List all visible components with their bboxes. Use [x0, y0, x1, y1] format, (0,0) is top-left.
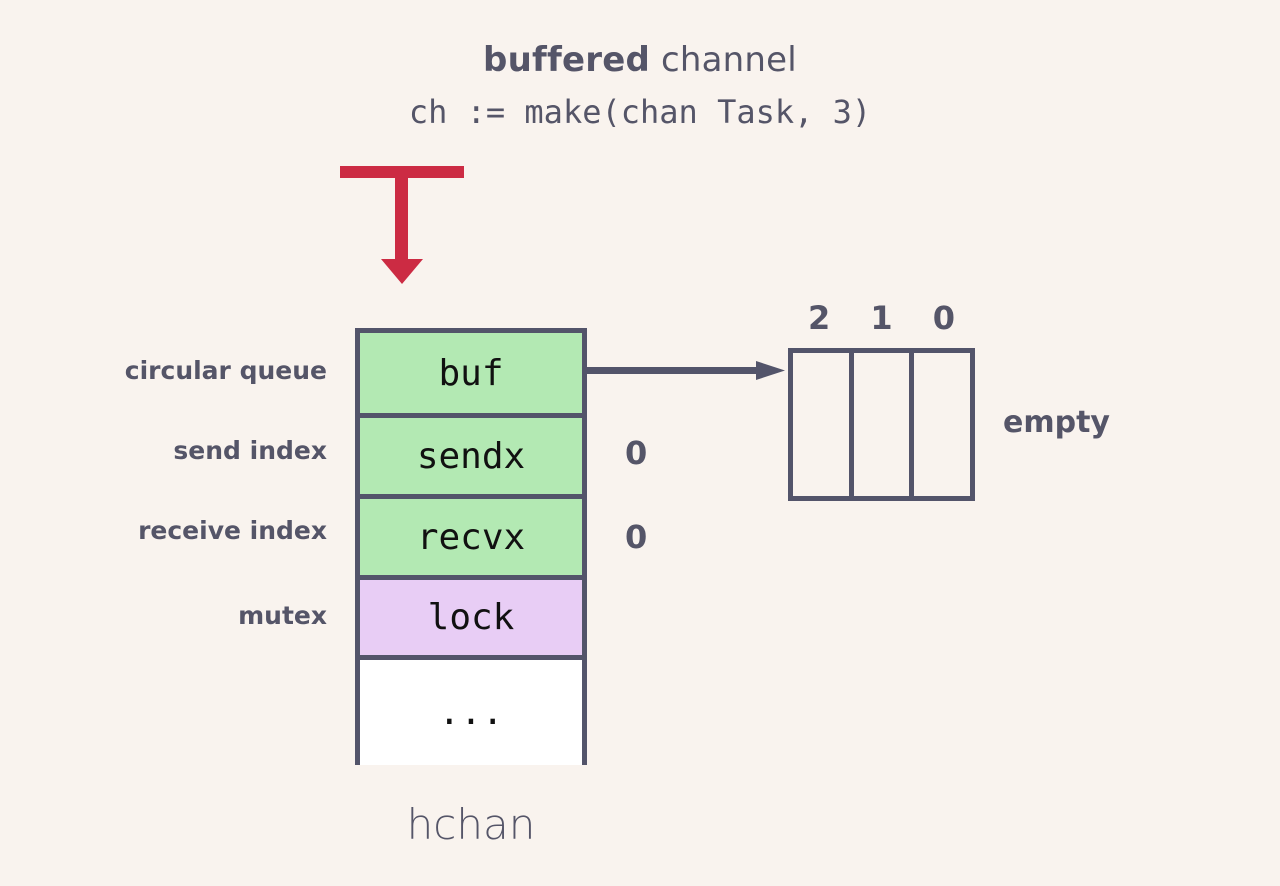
label-mutex: mutex: [238, 601, 327, 630]
value-recvx: 0: [625, 518, 648, 556]
buffer-cell-1: [853, 353, 915, 496]
row-label-column: circular queue send index receive index …: [0, 0, 327, 886]
circular-queue-buffer: [788, 348, 975, 501]
struct-row-sendx: sendx: [360, 418, 582, 499]
struct-row-buf: buf: [360, 333, 582, 418]
title-rest: channel: [650, 40, 797, 80]
buffer-cell-2: [793, 353, 854, 496]
buffer-index-1: 1: [870, 299, 893, 337]
buffer-cell-0: [914, 353, 971, 496]
red-pointer-arrow: [340, 166, 464, 284]
label-circular-queue: circular queue: [124, 356, 327, 385]
buffer-index-row: 2 1 0: [788, 298, 975, 342]
page-title: buffered channel: [0, 40, 1280, 80]
label-receive-index: receive index: [138, 516, 327, 545]
hchan-struct-box: buf sendx recvx lock ...: [355, 328, 587, 765]
value-sendx: 0: [625, 434, 648, 472]
buffer-index-2: 2: [808, 299, 831, 337]
buffer-state-label: empty: [1003, 405, 1110, 440]
struct-row-lock: lock: [360, 580, 582, 660]
title-code-line: ch := make(chan Task, 3): [408, 93, 872, 131]
buf-to-buffer-arrow: [584, 361, 785, 380]
struct-row-recvx: recvx: [360, 499, 582, 580]
hchan-caption: hchan: [406, 800, 536, 849]
buffer-index-0: 0: [932, 299, 955, 337]
label-send-index: send index: [173, 436, 327, 465]
struct-row-ellipsis: ...: [360, 660, 582, 765]
title-emphasis: buffered: [483, 40, 650, 80]
